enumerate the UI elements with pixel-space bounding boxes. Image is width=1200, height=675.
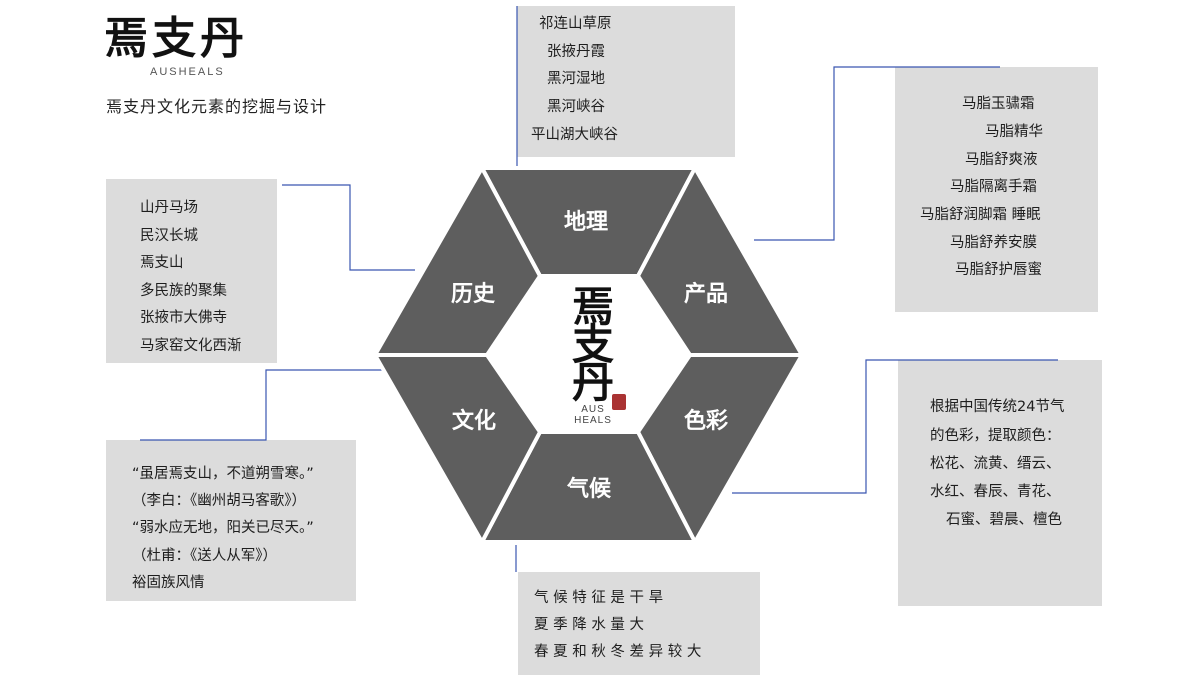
colors-line: 根据中国传统24节气 [930,399,1065,415]
connector-colors [732,359,1058,494]
history-item: 焉支山 [140,255,184,271]
segment-label-climate: 气候 [566,476,612,502]
hexagon-center [485,274,692,434]
history-item: 张掖市大佛寺 [140,310,227,326]
center-latin: HEALS [574,415,612,426]
history-item: 民汉长城 [140,228,198,244]
colors-line: 的色彩，提取颜色： [930,428,1061,444]
climate-line: 春 夏 和 秋 冬 差 异 较 大 [534,644,702,660]
segment-label-products: 产品 [684,282,728,307]
colors-line: 石蜜、碧晨、檀色 [946,512,1062,528]
page-subtitle: 焉支丹文化元素的挖掘与设计 [106,97,328,116]
geography-item: 祁连山草原 [539,16,612,32]
segment-label-history: 历史 [451,282,496,307]
product-item: 马脂隔离手霜 [950,179,1037,195]
product-item: 马脂舒护唇蜜 [955,262,1042,278]
geography-box: 祁连山草原 张掖丹霞 黑河湿地 黑河峡谷 平山湖大峡谷 [517,6,735,157]
product-item: 马脂精华 [985,124,1043,140]
products-box: 马脂玉骕霜 马脂精华 马脂舒爽液 马脂隔离手霜 马脂舒润脚霜 睡眠 马脂舒养安膜… [895,67,1098,312]
red-seal-icon [612,394,626,410]
product-item: 马脂舒润脚霜 睡眠 [920,207,1041,223]
brand-name: 焉支丹 [104,13,248,64]
center-glyph: 丹 [571,358,614,407]
center-glyph: 支 [571,320,614,369]
product-item: 马脂玉骕霜 [962,96,1035,112]
culture-line: （李白：《幽州胡马客歌》） [132,493,306,509]
center-latin: AUS [581,404,605,415]
colors-line: 松花、流黄、缙云、 [930,456,1061,472]
connector-history [282,184,415,271]
center-glyph: 焉 [571,282,614,331]
colors-line: 水红、春辰、青花、 [930,484,1061,500]
climate-box: 气 候 特 征 是 干 旱 夏 季 降 水 量 大 春 夏 和 秋 冬 差 异 … [518,572,760,675]
segment-label-culture: 文化 [452,408,496,434]
product-item: 马脂舒爽液 [965,152,1038,168]
climate-line: 夏 季 降 水 量 大 [534,617,645,633]
culture-line: 裕固族风情 [132,575,205,591]
history-item: 马家窑文化西渐 [140,338,242,354]
connector-culture [140,369,384,441]
geography-item: 张掖丹霞 [547,44,605,60]
connector-products [754,66,1000,241]
hexagon-segments [373,166,804,544]
climate-line: 气 候 特 征 是 干 旱 [534,590,664,606]
product-item: 马脂舒养安膜 [950,235,1037,251]
geography-item: 平山湖大峡谷 [531,127,618,143]
culture-line: （杜甫：《送人从军》） [132,548,277,564]
colors-box: 根据中国传统24节气 的色彩，提取颜色： 松花、流黄、缙云、 水红、春辰、青花、… [898,360,1102,606]
history-box: 山丹马场 民汉长城 焉支山 多民族的聚集 张掖市大佛寺 马家窑文化西渐 [106,179,277,363]
connector-lines [140,6,1058,572]
brand-logo: 焉支丹 AUSHEALS [104,13,248,79]
segment-label-geography: 地理 [564,210,608,235]
geography-item: 黑河湿地 [547,71,605,87]
history-item: 山丹马场 [140,200,198,216]
culture-box: “虽居焉支山，不道朔雪寒。” （李白：《幽州胡马客歌》） “弱水应无地，阳关已尽… [106,440,356,601]
culture-line: “虽居焉支山，不道朔雪寒。” [132,466,314,482]
culture-line: “弱水应无地，阳关已尽天。” [132,520,314,536]
geography-item: 黑河峡谷 [547,99,605,115]
segment-label-colors: 色彩 [684,408,728,434]
center-logo: 焉 支 丹 AUS HEALS [548,282,638,427]
history-item: 多民族的聚集 [140,283,227,299]
brand-latin: AUSHEALS [150,66,225,78]
